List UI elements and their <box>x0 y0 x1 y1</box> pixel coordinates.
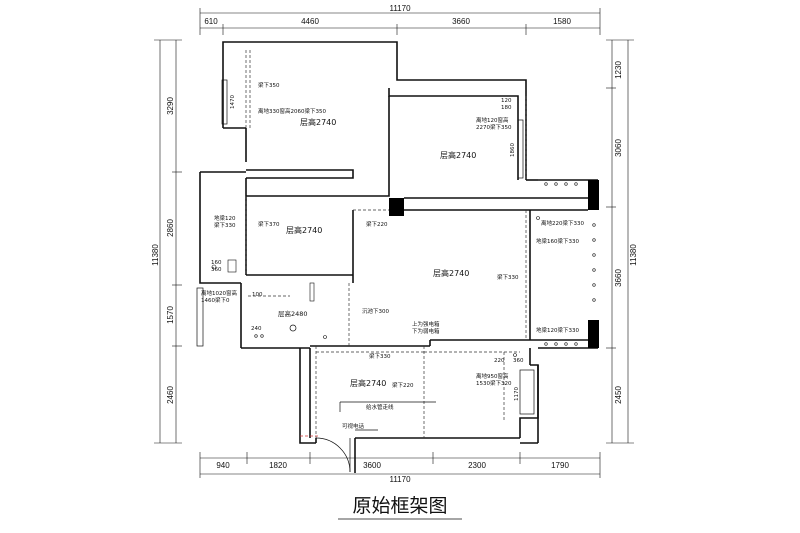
bottom-dim-4: 2300 <box>468 461 486 470</box>
ceiling-upper-left: 层高2740 <box>300 117 336 127</box>
left-total-dim: 11380 <box>151 244 160 266</box>
dim-180: 180 <box>501 105 512 111</box>
note-window-bottom-right-1: 离地950窗高 <box>476 372 509 380</box>
right-dim-2: 3060 <box>614 139 623 157</box>
top-total-dim: 11170 <box>389 4 411 13</box>
note-beam350: 梁下350 <box>258 81 280 89</box>
beam-lines <box>245 50 527 438</box>
bottom-dim-3: 3600 <box>363 461 381 470</box>
right-dim-1: 1230 <box>614 61 623 79</box>
annotations: 梁下350 离地330窗高2060梁下350 离地120窗高 2270梁下350… <box>201 81 584 430</box>
note-water-pipe: 给水管走线 <box>366 403 394 411</box>
left-dim-1: 3290 <box>166 97 175 115</box>
left-dim-3: 1570 <box>166 306 175 324</box>
note-balcony-bot: 地梁120梁下330 <box>536 326 579 334</box>
note-balcony-mid: 地梁160梁下330 <box>536 237 579 245</box>
note-balcony-top: 离地220梁下330 <box>541 219 584 227</box>
top-dim-4: 1580 <box>553 17 571 26</box>
dim-1170: 1170 <box>514 387 520 401</box>
note-beam330-bottom: 梁下330 <box>369 352 391 360</box>
right-total-dim: 11380 <box>629 244 638 266</box>
note-beam330-center: 梁下330 <box>497 273 519 281</box>
dim-220: 220 <box>494 358 505 364</box>
ceiling-bottom: 层高2740 <box>350 378 386 388</box>
ceiling-upper-right: 层高2740 <box>440 150 476 160</box>
balcony-railing <box>544 182 596 346</box>
note-intercom: 可视电话 <box>342 422 365 430</box>
bottom-dim-2: 1820 <box>269 461 287 470</box>
note-window-left-2: 1460梁下0 <box>201 296 230 304</box>
bottom-dim-5: 1790 <box>551 461 569 470</box>
bottom-dim-1: 940 <box>216 461 230 470</box>
walls <box>199 41 598 473</box>
right-dim-3: 3660 <box>614 269 623 287</box>
note-electric-1: 上为强电箱 <box>412 320 440 328</box>
note-window-bottom-right-2: 1530梁下320 <box>476 379 512 387</box>
dim-360: 360 <box>211 267 222 273</box>
note-beam220-bottom: 梁下220 <box>392 381 414 389</box>
left-dim-2: 2860 <box>166 219 175 237</box>
right-dimensions: 1230 3060 3660 2450 11380 <box>606 39 638 444</box>
ceiling-center: 层高2740 <box>433 268 469 278</box>
right-dim-4: 2450 <box>614 386 623 404</box>
note-window-upper-right-1: 离地120窗高 <box>476 116 509 124</box>
note-ground-beam-left: 地梁120 <box>214 214 236 222</box>
note-sunken: 沉池下300 <box>362 307 389 315</box>
note-beam370: 梁下370 <box>258 220 280 228</box>
ceiling-kitchen: 层高2480 <box>278 309 308 318</box>
top-dimensions: 11170 610 4460 3660 1580 <box>199 4 601 35</box>
top-dim-3: 3660 <box>452 17 470 26</box>
dim-160: 160 <box>211 260 222 266</box>
top-dim-1: 610 <box>204 17 218 26</box>
dim-120: 120 <box>501 98 512 104</box>
left-dim-4: 2460 <box>166 386 175 404</box>
bottom-dimensions: 940 1820 3600 2300 1790 11170 <box>199 452 601 484</box>
bottom-total-dim: 11170 <box>389 475 411 484</box>
note-window-left-1: 离地1020窗高 <box>201 289 237 297</box>
top-dim-2: 4460 <box>301 17 319 26</box>
note-window-upper-left: 离地330窗高2060梁下350 <box>258 107 326 115</box>
entry-door <box>315 437 351 473</box>
dim-100: 100 <box>252 292 263 298</box>
note-electric-2: 下为弱电箱 <box>412 327 440 335</box>
windows <box>196 79 535 415</box>
dim-1860: 1860 <box>510 143 516 157</box>
dim-360b: 360 <box>513 358 524 364</box>
note-beam330-left: 梁下330 <box>214 221 236 229</box>
local-dimensions: 1470 120 180 1860 160 360 240 220 360 11… <box>211 95 524 401</box>
ceiling-mid-left: 层高2740 <box>286 225 322 235</box>
fixtures <box>211 216 540 431</box>
drawing-title: 原始框架图 <box>352 495 447 517</box>
note-window-upper-right-2: 2270梁下350 <box>476 123 512 131</box>
note-beam220-center: 梁下220 <box>366 220 388 228</box>
structural-columns <box>389 180 599 348</box>
left-dimensions: 11380 3290 2860 1570 2460 <box>151 39 182 444</box>
dim-1470: 1470 <box>230 95 236 109</box>
ceiling-labels: 层高2740 层高2740 层高2740 层高2740 层高2480 层高274… <box>278 117 476 388</box>
dim-240: 240 <box>251 326 262 332</box>
